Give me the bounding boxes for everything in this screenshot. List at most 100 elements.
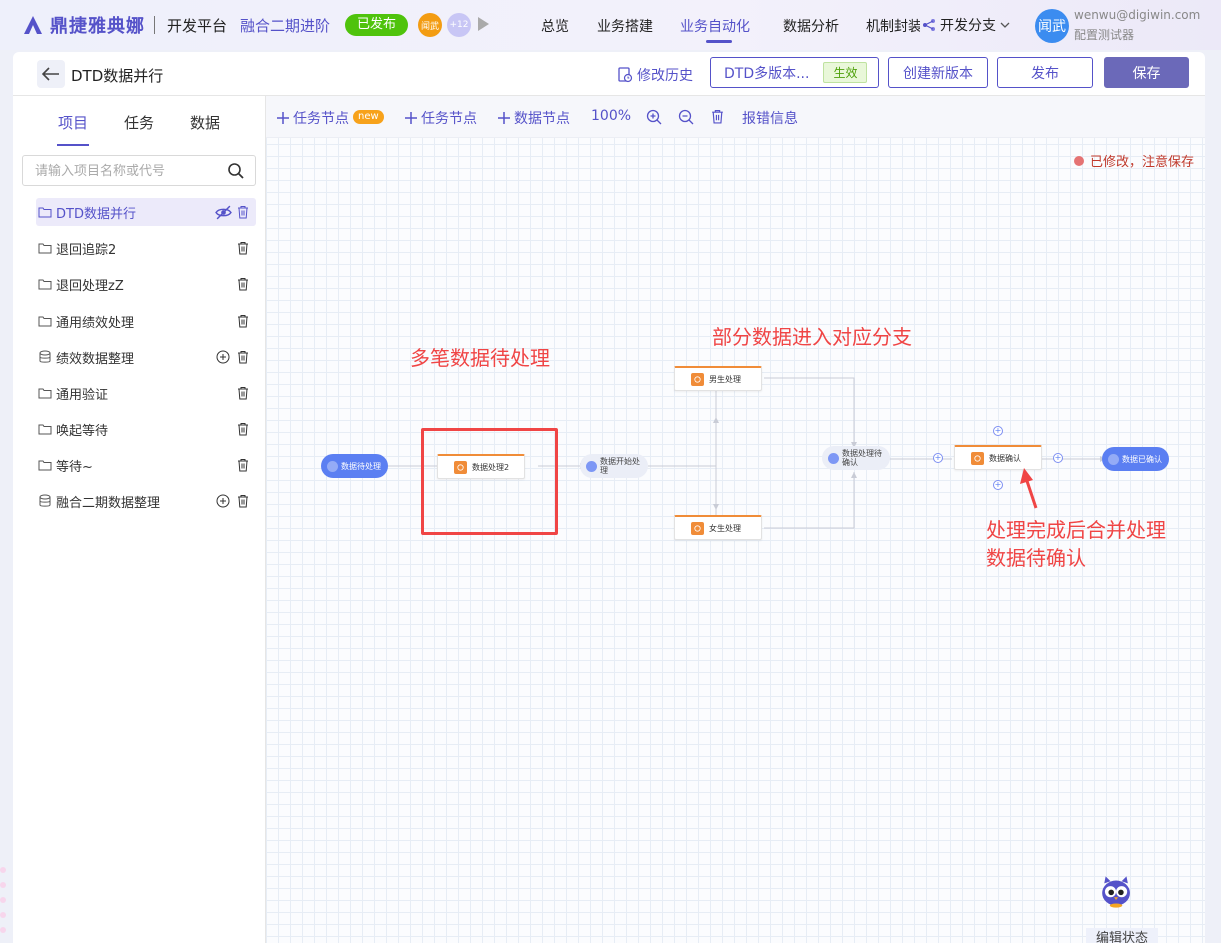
flow-node-done[interactable]: 数据已确认 — [1102, 447, 1169, 471]
arrow-left-icon — [42, 67, 59, 81]
zoom-in-icon[interactable] — [646, 109, 662, 125]
flow-node-label: 数据已确认 — [1122, 454, 1162, 464]
tab-projects[interactable]: 项目 — [58, 114, 89, 132]
add-circle-icon[interactable] — [216, 494, 230, 508]
logo-icon — [24, 16, 42, 34]
annotation-text: 数据待确认 — [986, 546, 1086, 570]
branch-label: 开发分支 — [940, 18, 996, 34]
sidebar-item[interactable]: 唤起等待 — [36, 415, 256, 443]
version-selector[interactable]: DTD多版本... 生效 — [710, 57, 879, 88]
unsaved-notice: 已修改，注意保存 — [1073, 151, 1194, 170]
delete-icon[interactable] — [236, 458, 250, 472]
publish-button[interactable]: 发布 — [997, 57, 1093, 88]
logo-separator — [154, 16, 155, 34]
logo[interactable]: 鼎捷雅典娜 — [22, 12, 145, 38]
delete-icon[interactable] — [236, 386, 250, 400]
add-node-icon[interactable]: + — [993, 480, 1003, 490]
add-data-node-button[interactable]: 数据节点 — [497, 108, 570, 128]
save-button[interactable]: 保存 — [1104, 57, 1189, 88]
edit-history-link[interactable]: 修改历史 — [617, 65, 693, 85]
new-badge: new — [353, 110, 384, 124]
hide-icon[interactable] — [215, 204, 232, 221]
nav-business-automation[interactable]: 业务自动化 — [680, 19, 750, 35]
delete-icon[interactable] — [236, 241, 250, 255]
flow-node-confirm[interactable]: 数据确认 — [954, 445, 1042, 470]
search-icon[interactable] — [227, 162, 245, 180]
sidebar-item[interactable]: 等待~ — [36, 451, 256, 479]
add-task-node-label: 任务节点 — [421, 111, 477, 127]
history-icon — [618, 67, 633, 83]
branch-icon — [923, 19, 935, 31]
nav-data-analysis[interactable]: 数据分析 — [783, 19, 839, 35]
tab-tasks[interactable]: 任务 — [124, 114, 155, 132]
data-node-icon — [1108, 453, 1119, 465]
back-button[interactable] — [37, 60, 65, 88]
sidebar-item[interactable]: 通用绩效处理 — [36, 307, 256, 335]
zoom-level: 100% — [591, 108, 632, 124]
flow-node-male[interactable]: 男生处理 — [674, 366, 762, 391]
delete-icon[interactable] — [236, 494, 250, 508]
current-project[interactable]: 融合二期进阶 — [240, 17, 331, 35]
sidebar-item[interactable]: DTD数据并行 — [36, 198, 256, 226]
sidebar-item-label: 等待~ — [56, 459, 93, 475]
add-node-icon[interactable]: + — [1053, 453, 1063, 463]
flow-node-start[interactable]: 数据待处理 — [321, 454, 388, 478]
delete-icon[interactable] — [710, 109, 725, 124]
search-input[interactable] — [35, 162, 225, 180]
sidebar-item[interactable]: 绩效数据整理 — [36, 343, 256, 371]
flow-node-label: 数据待处理 — [341, 461, 381, 471]
delete-icon[interactable] — [236, 277, 250, 291]
mascot-owl-icon[interactable] — [1098, 875, 1148, 925]
play-icon[interactable] — [478, 17, 489, 31]
sidebar-item[interactable]: 通用验证 — [36, 379, 256, 407]
task-node-icon — [454, 460, 467, 474]
user-avatar[interactable]: 闻武 — [1035, 9, 1069, 43]
plus-icon — [498, 112, 510, 124]
nav-mechanism[interactable]: 机制封装 — [866, 19, 920, 35]
sidebar-item[interactable]: 退回处理zZ — [36, 270, 256, 298]
add-circle-icon[interactable] — [216, 350, 230, 364]
flow-node-label: 男生处理 — [709, 374, 741, 384]
flow-node-female[interactable]: 女生处理 — [674, 515, 762, 540]
error-info-button[interactable]: 报错信息 — [742, 111, 798, 127]
data-node-icon — [586, 460, 597, 472]
sidebar-item-label: 通用绩效处理 — [56, 315, 135, 331]
page-title: DTD数据并行 — [71, 67, 164, 85]
delete-icon[interactable] — [236, 350, 250, 364]
flow-node-begin[interactable]: 数据开始处理 — [580, 454, 648, 478]
add-task-node-button[interactable]: 任务节点 — [404, 108, 477, 128]
sidebar-item[interactable]: 退回追踪2 — [36, 234, 256, 262]
annotation-text: 多笔数据待处理 — [410, 346, 550, 370]
folder-icon — [38, 243, 52, 254]
data-node-icon — [327, 460, 338, 472]
delete-icon[interactable] — [236, 422, 250, 436]
sidebar-item[interactable]: 融合二期数据整理 — [36, 487, 256, 515]
status-dot — [1073, 155, 1084, 166]
flow-node-process2[interactable]: 数据处理2 — [437, 454, 525, 479]
delete-icon[interactable] — [236, 205, 250, 219]
branch-selector[interactable]: 开发分支 — [922, 15, 1010, 35]
add-data-node-label: 数据节点 — [514, 111, 570, 127]
decorative-dots — [0, 867, 6, 933]
zoom-out-icon[interactable] — [678, 109, 694, 125]
canvas-toolbar: 任务节点 new 任务节点 数据节点 100% 报错信息 — [266, 96, 1205, 138]
add-node-icon[interactable]: + — [933, 453, 943, 463]
flow-node-label: 数据确认 — [989, 453, 1021, 463]
flow-canvas[interactable]: 任务节点 new 任务节点 数据节点 100% 报错信息 已修改，注意保存 — [266, 96, 1205, 943]
task-node-icon — [691, 372, 704, 386]
tab-data[interactable]: 数据 — [190, 114, 221, 132]
sidebar-item-label: 融合二期数据整理 — [56, 495, 161, 511]
create-version-button[interactable]: 创建新版本 — [888, 57, 988, 88]
annotation-text: 处理完成后合并处理 — [986, 518, 1166, 542]
delete-icon[interactable] — [236, 314, 250, 328]
edit-status-label[interactable]: 编辑状态 — [1086, 928, 1158, 943]
more-collaborators[interactable]: +12 — [447, 13, 471, 37]
collaborator-avatar[interactable]: 闻武 — [418, 13, 442, 37]
unsaved-notice-text: 已修改，注意保存 — [1089, 155, 1194, 170]
task-node-icon — [691, 521, 704, 535]
add-task-node-new-button[interactable]: 任务节点 new — [276, 108, 384, 128]
flow-node-merge[interactable]: 数据处理待确认 — [822, 446, 890, 470]
nav-overview[interactable]: 总览 — [541, 19, 569, 35]
nav-business-build[interactable]: 业务搭建 — [597, 19, 653, 35]
add-node-icon[interactable]: + — [993, 426, 1003, 436]
